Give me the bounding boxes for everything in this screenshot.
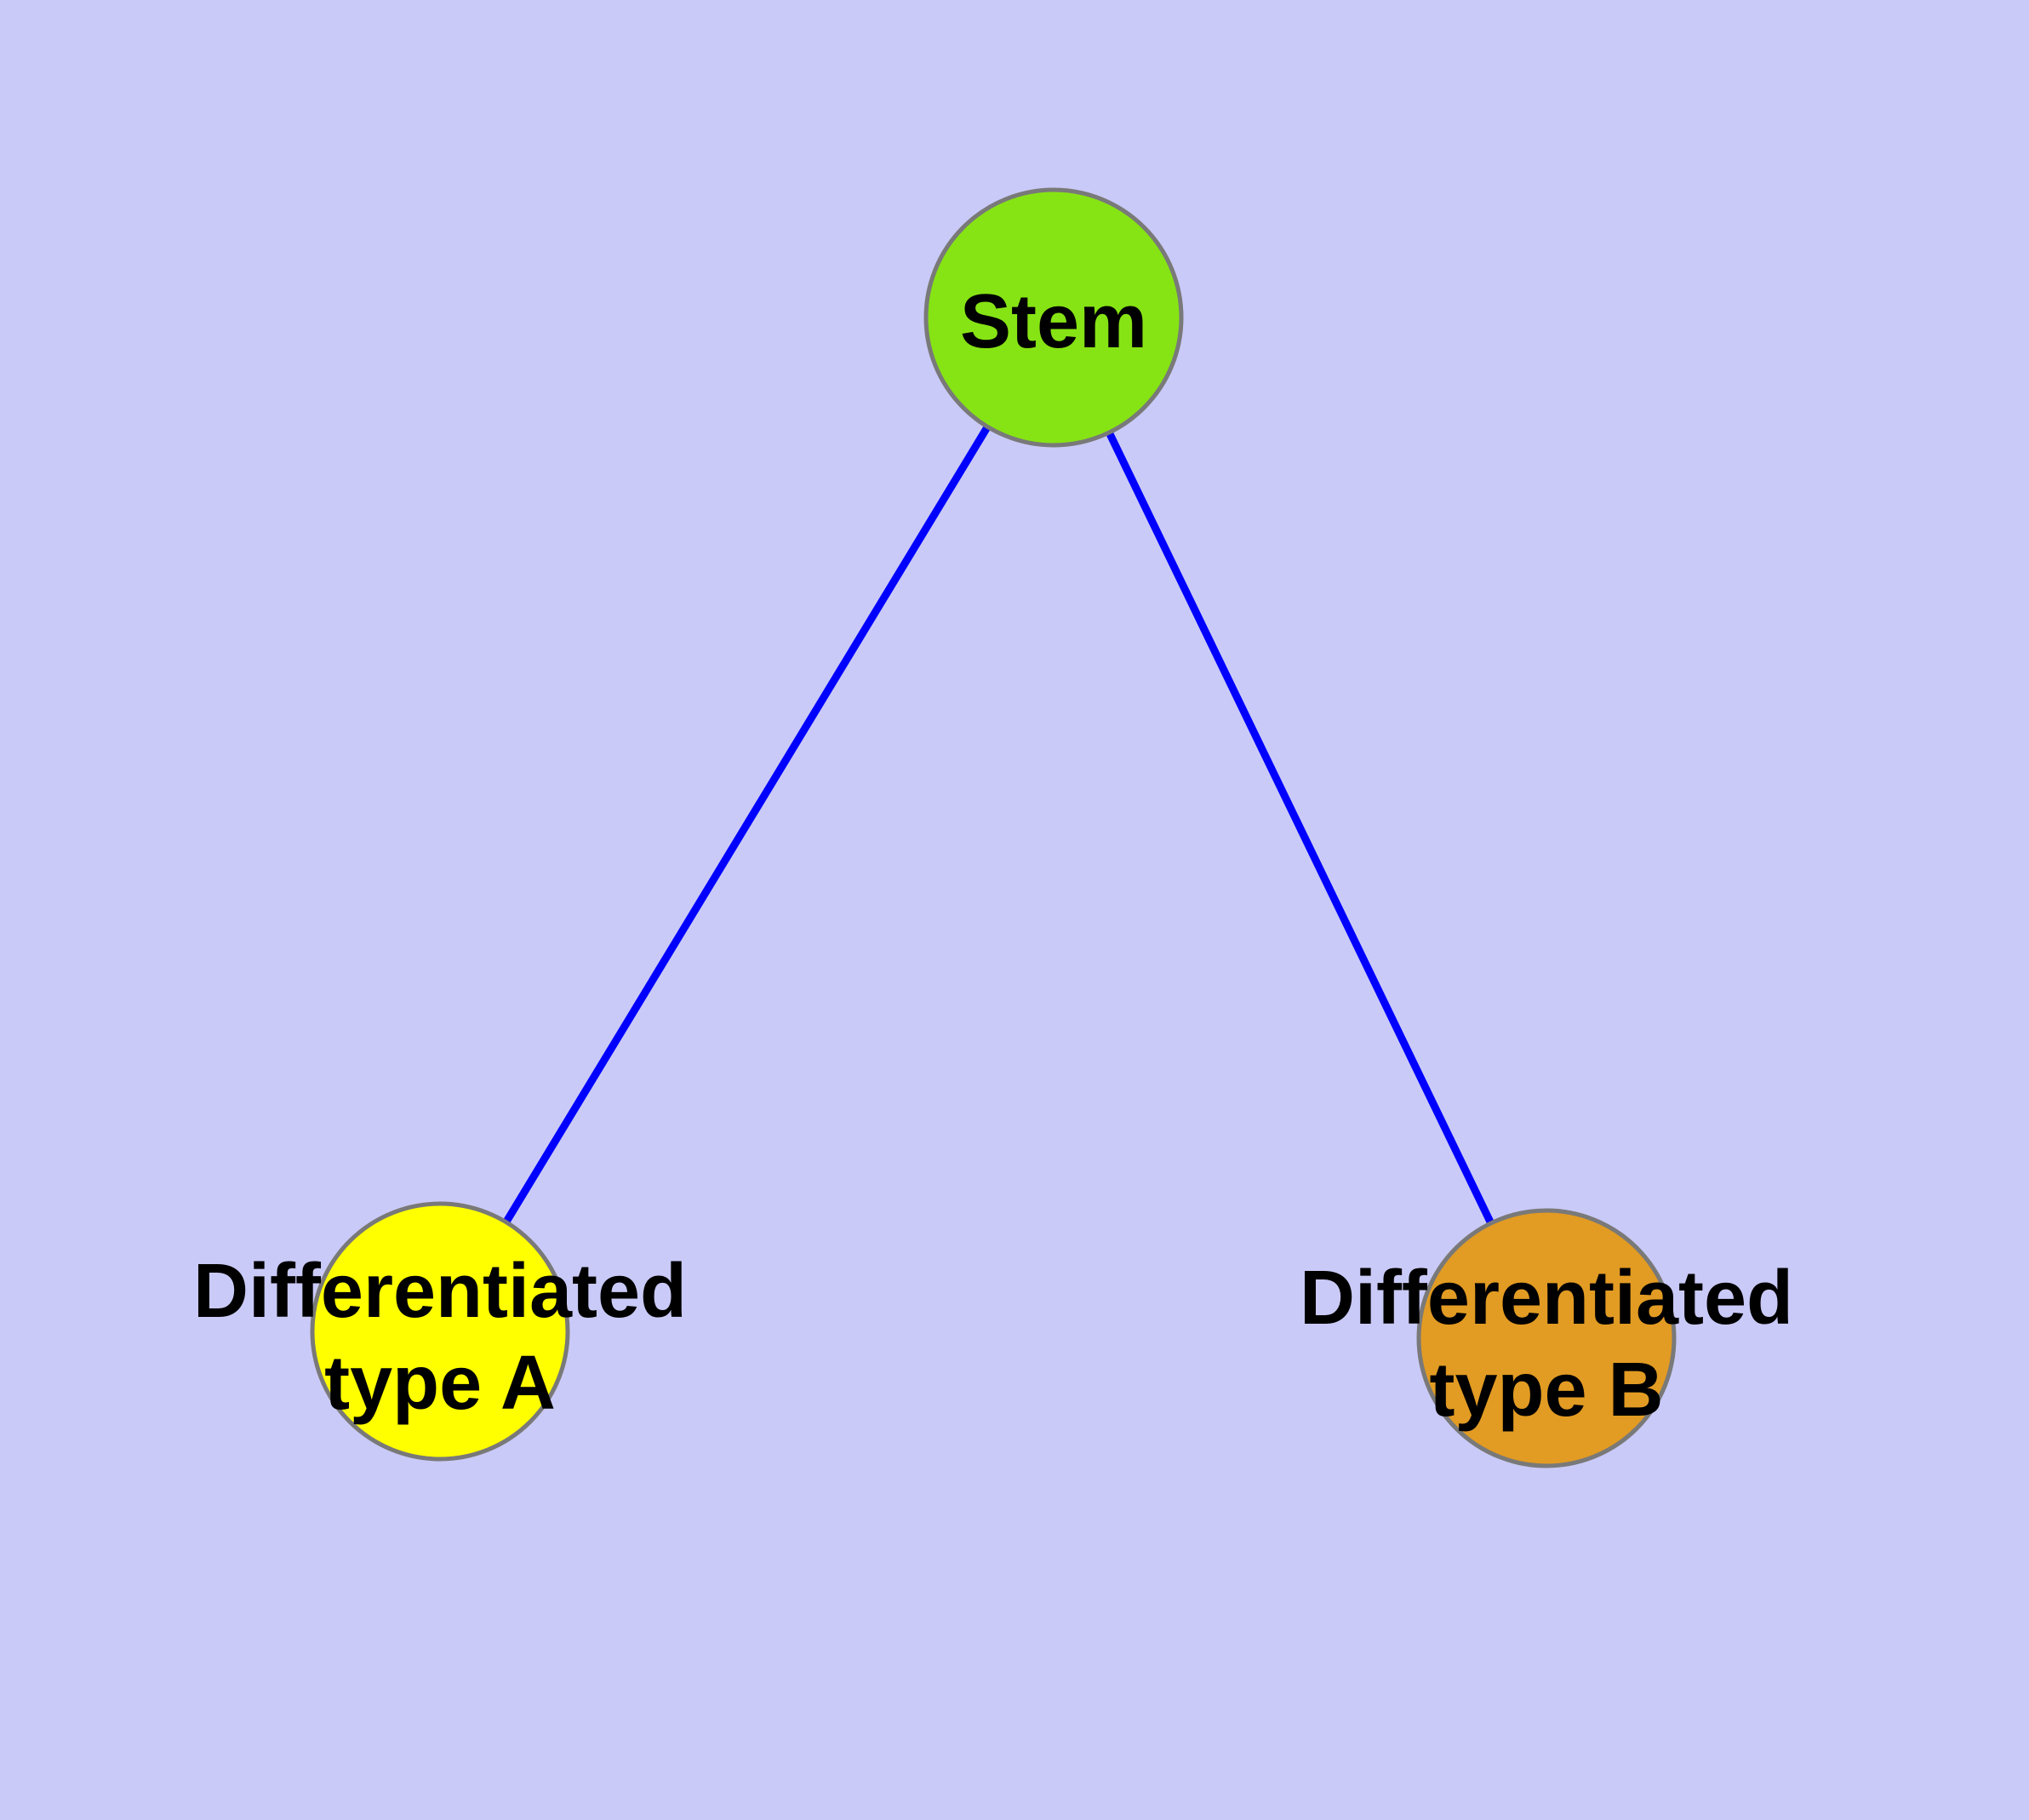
- node-type-a: [310, 1201, 570, 1462]
- node-type-a-circle: [310, 1201, 570, 1462]
- node-stem-circle: [923, 187, 1184, 448]
- edge-layer: [437, 315, 1551, 1340]
- node-type-b-circle: [1416, 1208, 1677, 1468]
- label-layer: Stem Differentiated type A Differentiate…: [193, 279, 1793, 1433]
- node-type-b: [1416, 1208, 1677, 1468]
- node-type-a-label-line1: Differentiated: [193, 1249, 687, 1334]
- node-type-a-label-line2: type A: [324, 1341, 556, 1426]
- edge-stem-to-type-b: [1049, 316, 1551, 1340]
- node-type-b-label-line1: Differentiated: [1300, 1256, 1793, 1341]
- edge-stem-to-type-a: [437, 315, 1057, 1334]
- node-type-b-label-line2: type B: [1429, 1348, 1663, 1433]
- node-stem: [923, 187, 1184, 448]
- node-stem-label: Stem: [960, 279, 1147, 364]
